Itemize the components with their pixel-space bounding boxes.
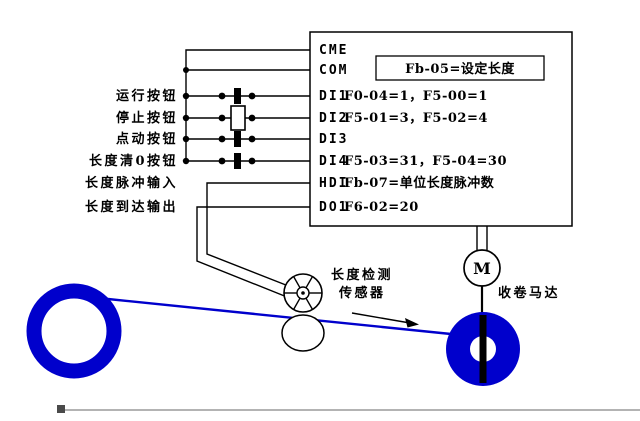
label-length-pulse-in: 长度脉冲输入 (85, 175, 178, 191)
param-di2: F5-01=3，F5-02=4 (344, 111, 488, 126)
terminal-do1: DO1 (319, 200, 348, 215)
left-labels: 运行按钮 停止按钮 点动按钮 长度清0按钮 长度脉冲输入 长度到达输出 (85, 88, 178, 215)
reel-shaft-bar (479, 315, 487, 383)
param-hdi: Fb-07=单位长度脉冲数 (344, 175, 495, 191)
sensor-label-line2: 传感器 (338, 285, 386, 301)
param-length-setting: Fb-05=设定长度 (405, 61, 515, 77)
param-do1: F6-02=20 (344, 200, 419, 215)
pushbutton-run-icon (218, 88, 256, 104)
inverter-terminal-box: CME COM DI1 DI2 DI3 DI4 HDI DO1 Fb-05=设定… (309, 31, 573, 227)
junction-dot (183, 67, 189, 73)
label-length-clear: 长度清0按钮 (89, 153, 178, 169)
winder-motor-label: 收卷马达 (498, 285, 560, 301)
material-web-line (107, 297, 452, 336)
label-run-button: 运行按钮 (116, 88, 178, 104)
motor-letter: M (473, 259, 491, 278)
bottom-rule (57, 405, 640, 413)
junction-dot (182, 157, 190, 165)
terminal-di4: DI4 (319, 154, 348, 169)
length-setting-box (375, 55, 545, 81)
pushbutton-length-clear-icon (218, 153, 256, 169)
terminal-com: COM (319, 63, 348, 78)
sensor-wheel-icon (283, 273, 323, 313)
junction-dot (182, 114, 190, 122)
junction-dot (182, 135, 190, 143)
sensor-label-line1: 长度检测 (331, 267, 393, 283)
hdi-pulse-wire (206, 182, 310, 288)
winder-assembly: M 收卷马达 (446, 226, 560, 386)
terminal-di1: DI1 (319, 89, 348, 104)
cme-common-bus-wire (185, 49, 310, 161)
junction-dot (182, 92, 190, 100)
do1-output-wire (196, 206, 310, 298)
pushbutton-jog-icon (218, 131, 256, 147)
label-stop-button: 停止按钮 (116, 110, 178, 126)
label-length-arrive-out: 长度到达输出 (85, 199, 178, 215)
terminal-cme: CME (319, 43, 348, 58)
button-wiring (182, 49, 310, 169)
param-di4: F5-03=31，F5-04=30 (344, 154, 507, 169)
terminal-di2: DI2 (319, 111, 348, 126)
label-jog-button: 点动按钮 (116, 131, 178, 147)
length-sensor: 长度检测 传感器 (281, 267, 393, 352)
terminal-di3: DI3 (319, 132, 348, 147)
terminal-hdi: HDI (319, 176, 348, 191)
param-di1: F0-04=1，F5-00=1 (344, 89, 488, 104)
sensor-wiring (196, 182, 310, 298)
guide-roller-icon (281, 314, 325, 352)
unwind-roll-icon (26, 283, 122, 379)
pushbutton-stop-icon (218, 105, 256, 131)
direction-arrow-icon (351, 312, 419, 328)
